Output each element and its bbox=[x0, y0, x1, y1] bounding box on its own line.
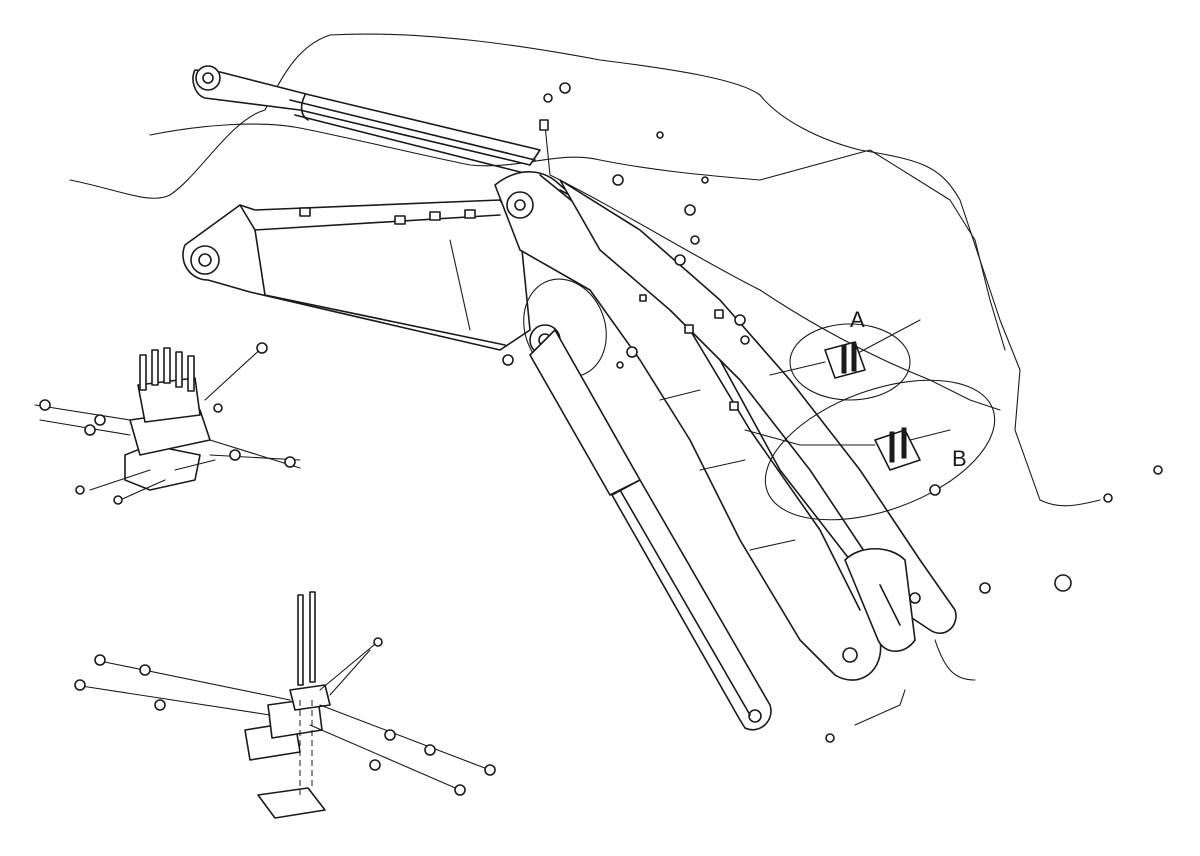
main-boom bbox=[182, 199, 531, 351]
exploded-valve-assembly-lower bbox=[74, 591, 496, 819]
arm-cylinder bbox=[523, 278, 772, 731]
valve-block-a bbox=[769, 319, 921, 401]
upper-hydraulic-line bbox=[69, 33, 1101, 507]
boom-cylinder-upper bbox=[192, 65, 541, 176]
exploded-valve-assembly-upper bbox=[34, 342, 301, 505]
hose-clamps bbox=[502, 82, 1163, 743]
valve-bolts-upper bbox=[139, 347, 195, 392]
arm-right bbox=[559, 179, 957, 653]
callout-label-b: B bbox=[952, 446, 967, 471]
callout-label-a: A bbox=[850, 307, 865, 332]
valve-block-b bbox=[744, 379, 996, 521]
